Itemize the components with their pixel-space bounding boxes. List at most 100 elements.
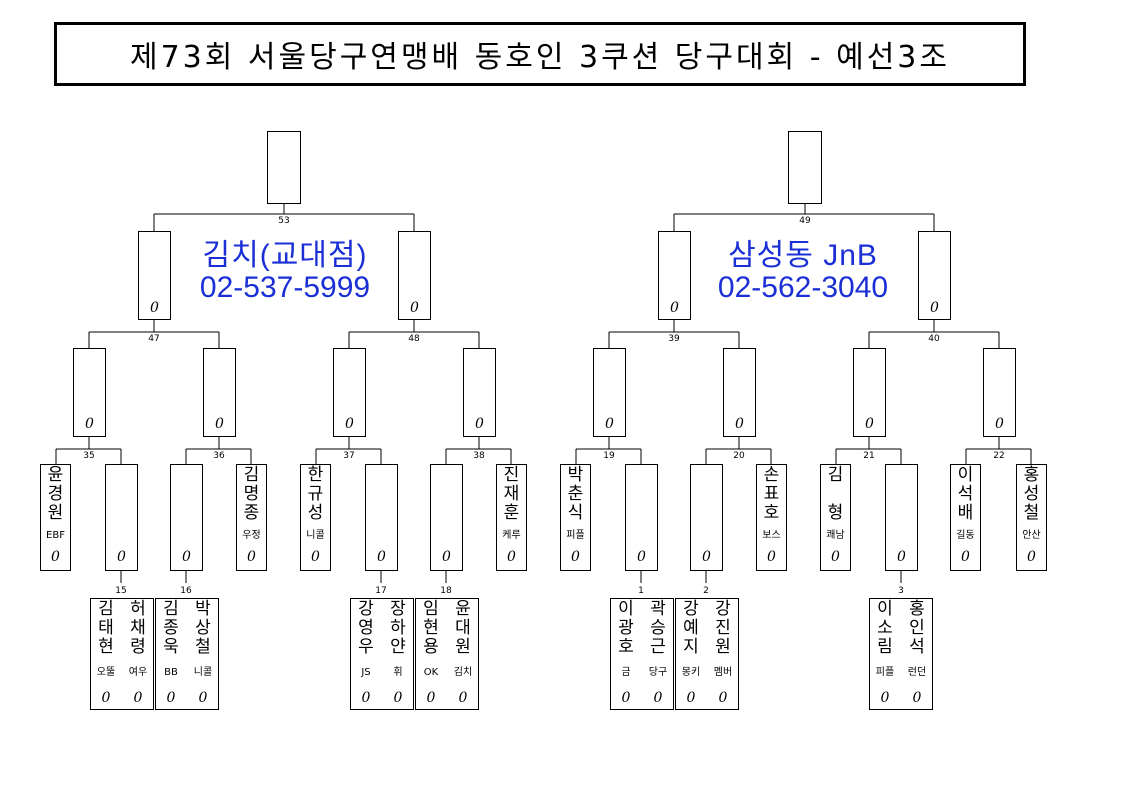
seeded-player-box (560, 464, 591, 571)
score-mark: 0 (85, 416, 94, 432)
score-mark: 0 (345, 416, 354, 432)
score-mark: 0 (182, 549, 191, 565)
score-mark: 0 (735, 416, 744, 432)
slot-box (170, 464, 203, 571)
score-mark: 0 (702, 549, 711, 565)
club-name: 니콜 (193, 667, 213, 678)
player-name: 곽 승 근 (650, 599, 666, 657)
club-name: 우정 (242, 530, 261, 541)
prelim-pair-box (155, 598, 219, 710)
prelim-pair-box (350, 598, 414, 710)
club-name: 케루 (502, 530, 521, 541)
club-name: OK (423, 667, 439, 678)
score-mark: 0 (767, 549, 776, 565)
player-name: 김 명 종 (243, 465, 260, 523)
score-mark: 0 (831, 549, 840, 565)
match-number: 53 (278, 216, 290, 226)
prelim-pair-box (869, 598, 933, 710)
match-number: 20 (733, 451, 745, 461)
score-mark: 0 (995, 416, 1004, 432)
seeded-player-box (496, 464, 527, 571)
player-name: 강 예 지 (683, 599, 699, 657)
quarter-box (593, 348, 626, 437)
club-name: 길동 (956, 530, 975, 541)
club-name: 당구 (648, 667, 668, 678)
match-number: 2 (703, 586, 709, 596)
player-name: 손 표 호 (763, 465, 780, 523)
match-number: 22 (993, 451, 1005, 461)
player-name: 장 하 얀 (390, 599, 406, 657)
score-mark: 0 (458, 690, 468, 706)
match-number: 35 (83, 451, 95, 461)
quarter-box (723, 348, 756, 437)
prelim-pair-box (675, 598, 739, 710)
match-number: 15 (115, 586, 127, 596)
score-mark: 0 (150, 300, 159, 316)
seeded-player-box (756, 464, 787, 571)
score-mark: 0 (605, 416, 614, 432)
club-name: 여우 (128, 667, 148, 678)
club-name: 피플 (875, 667, 895, 678)
score-mark: 0 (442, 549, 451, 565)
player-name: 윤 대 원 (455, 599, 471, 657)
score-mark: 0 (670, 300, 679, 316)
match-number: 3 (898, 586, 904, 596)
quarter-box (203, 348, 236, 437)
player-name: 이 광 호 (618, 599, 634, 657)
prelim-pair-box (415, 598, 479, 710)
score-mark: 0 (117, 549, 126, 565)
match-number: 16 (180, 586, 192, 596)
score-mark: 0 (198, 690, 208, 706)
player-name: 이 석 배 (957, 465, 974, 523)
score-mark: 0 (215, 416, 224, 432)
score-mark: 0 (718, 690, 728, 706)
club-name: EBF (46, 530, 65, 541)
slot-box (885, 464, 918, 571)
seeded-player-box (820, 464, 851, 571)
club-name: 보스 (762, 530, 781, 541)
club-name: 피플 (566, 530, 585, 541)
player-name: 홍 성 철 (1023, 465, 1040, 523)
score-mark: 0 (133, 690, 143, 706)
match-number: 48 (408, 334, 420, 344)
score-mark: 0 (930, 300, 939, 316)
page-title: 제73회 서울당구연맹배 동호인 3쿠션 당구대회 - 예선3조 (130, 40, 950, 75)
seeded-player-box (300, 464, 331, 571)
match-number: 18 (440, 586, 452, 596)
club-name: 안산 (1022, 530, 1041, 541)
player-name: 진 재 훈 (503, 465, 520, 523)
club-name: 오뚤 (96, 667, 116, 678)
seeded-player-box (950, 464, 981, 571)
score-mark: 0 (377, 549, 386, 565)
match-number: 17 (375, 586, 387, 596)
player-name: 김 형 (827, 465, 844, 523)
club-name: 금 (621, 667, 631, 678)
score-mark: 0 (475, 416, 484, 432)
score-mark: 0 (912, 690, 922, 706)
club-name: JS (361, 667, 371, 678)
quarter-box (333, 348, 366, 437)
player-name: 허 채 령 (130, 599, 146, 657)
quarter-box (463, 348, 496, 437)
seeded-player-box (40, 464, 71, 571)
venue-phone: 02-562-3040 (717, 271, 889, 304)
score-mark: 0 (653, 690, 663, 706)
quarter-box (983, 348, 1016, 437)
player-name: 박 춘 식 (567, 465, 584, 523)
slot-box (430, 464, 463, 571)
score-mark: 0 (166, 690, 176, 706)
score-mark: 0 (865, 416, 874, 432)
score-mark: 0 (686, 690, 696, 706)
score-mark: 0 (571, 549, 580, 565)
score-mark: 0 (361, 690, 371, 706)
match-number: 19 (603, 451, 615, 461)
score-mark: 0 (101, 690, 111, 706)
player-name: 김 태 현 (98, 599, 114, 657)
score-mark: 0 (393, 690, 403, 706)
score-mark: 0 (961, 549, 970, 565)
club-name: 몽키 (681, 667, 701, 678)
match-number: 39 (668, 334, 680, 344)
quarter-box (73, 348, 106, 437)
final-box-right (788, 131, 822, 204)
